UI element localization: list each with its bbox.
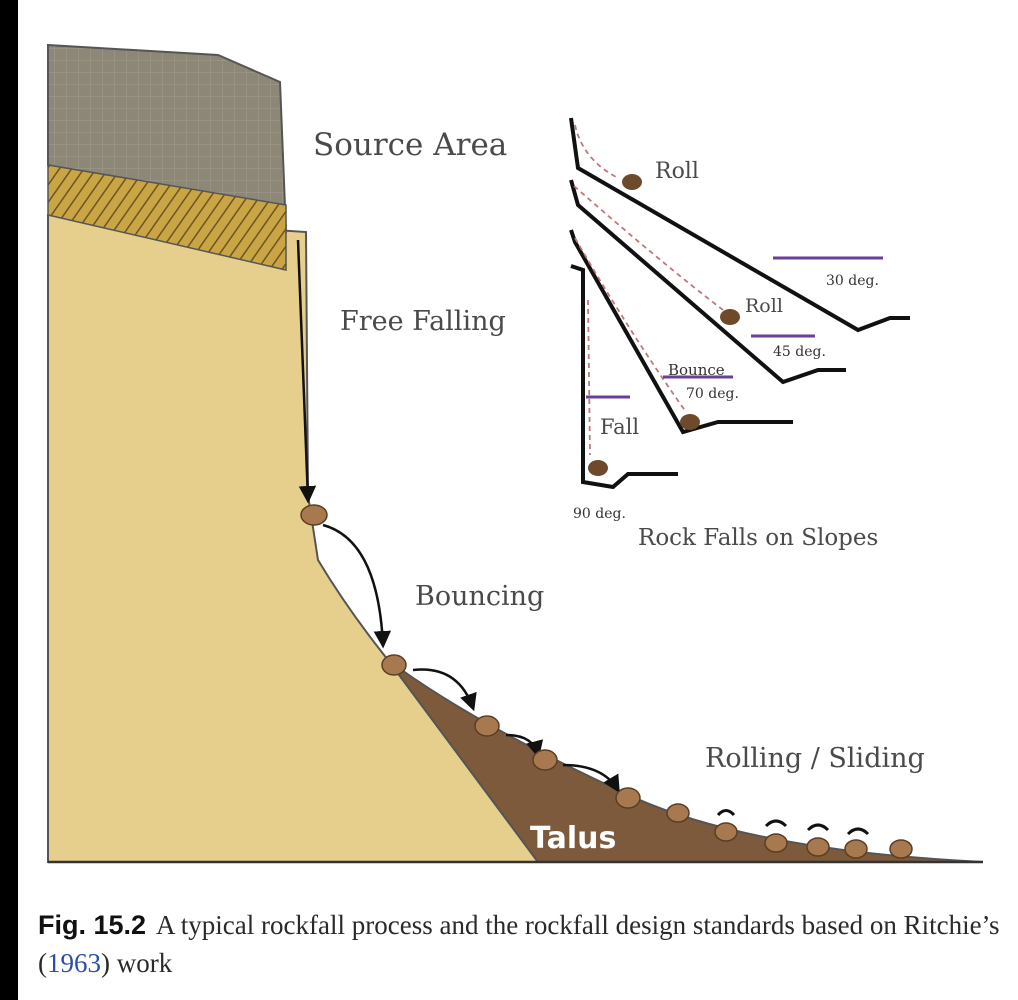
boulder xyxy=(680,414,700,430)
boulder xyxy=(889,839,913,859)
slope-inset: 30 deg. Roll 45 deg. Roll Bounce 70 deg.… xyxy=(569,117,910,551)
roll-top-label: Roll xyxy=(655,159,699,184)
bouncing-label: Bouncing xyxy=(415,581,544,612)
boulder xyxy=(622,174,642,190)
path-90 xyxy=(587,299,591,456)
source-rock xyxy=(47,43,288,234)
caption-text: A typical rockfall process and the rockf… xyxy=(38,910,1000,978)
boulder xyxy=(588,460,608,476)
angle-30-label: 30 deg. xyxy=(826,273,879,289)
fall-label: Fall xyxy=(600,415,639,439)
caption-text-end: ) work xyxy=(101,948,173,978)
bounce-arrow-4 xyxy=(562,763,620,794)
boulder xyxy=(474,715,500,737)
talus-label: Talus xyxy=(530,821,616,856)
slope-70 xyxy=(569,229,793,435)
rockfall-diagram: Source Area Free Falling Bouncing Rollin… xyxy=(47,43,984,864)
bounce-arrow-1 xyxy=(322,523,392,649)
angle-70-label: 70 deg. xyxy=(686,386,739,402)
slope-90 xyxy=(570,264,678,490)
boulder xyxy=(381,654,407,676)
figure-label: Fig. 15.2 xyxy=(38,910,147,940)
boulder xyxy=(532,749,558,771)
slope-45 xyxy=(569,179,846,385)
path-30 xyxy=(574,124,619,179)
bounce-arrow-2 xyxy=(412,668,477,712)
citation-year-link[interactable]: 1963 xyxy=(47,948,101,978)
boulder xyxy=(615,787,641,809)
inset-title: Rock Falls on Slopes xyxy=(638,525,878,551)
path-70 xyxy=(574,237,687,413)
boulders xyxy=(300,504,913,859)
angle-90-label: 90 deg. xyxy=(573,506,626,522)
boulder xyxy=(764,833,788,853)
page: Source Area Free Falling Bouncing Rollin… xyxy=(18,0,1018,1000)
path-45 xyxy=(573,185,724,311)
slope-30 xyxy=(569,117,910,333)
boulder xyxy=(844,839,868,859)
boulder xyxy=(666,803,690,823)
boulder xyxy=(714,822,738,842)
boulder xyxy=(806,837,830,857)
free-fall-arrow xyxy=(296,239,317,504)
roll-mid-label: Roll xyxy=(745,295,783,317)
angle-45-label: 45 deg. xyxy=(773,344,826,360)
bounce-label: Bounce xyxy=(668,361,725,379)
hatched-layer xyxy=(47,164,287,271)
free-falling-label: Free Falling xyxy=(340,306,506,337)
rolling-marks xyxy=(716,809,870,836)
boulder xyxy=(720,309,740,325)
boulder xyxy=(300,504,328,526)
source-area-label: Source Area xyxy=(313,127,507,163)
rolling-sliding-label: Rolling / Sliding xyxy=(705,743,925,774)
